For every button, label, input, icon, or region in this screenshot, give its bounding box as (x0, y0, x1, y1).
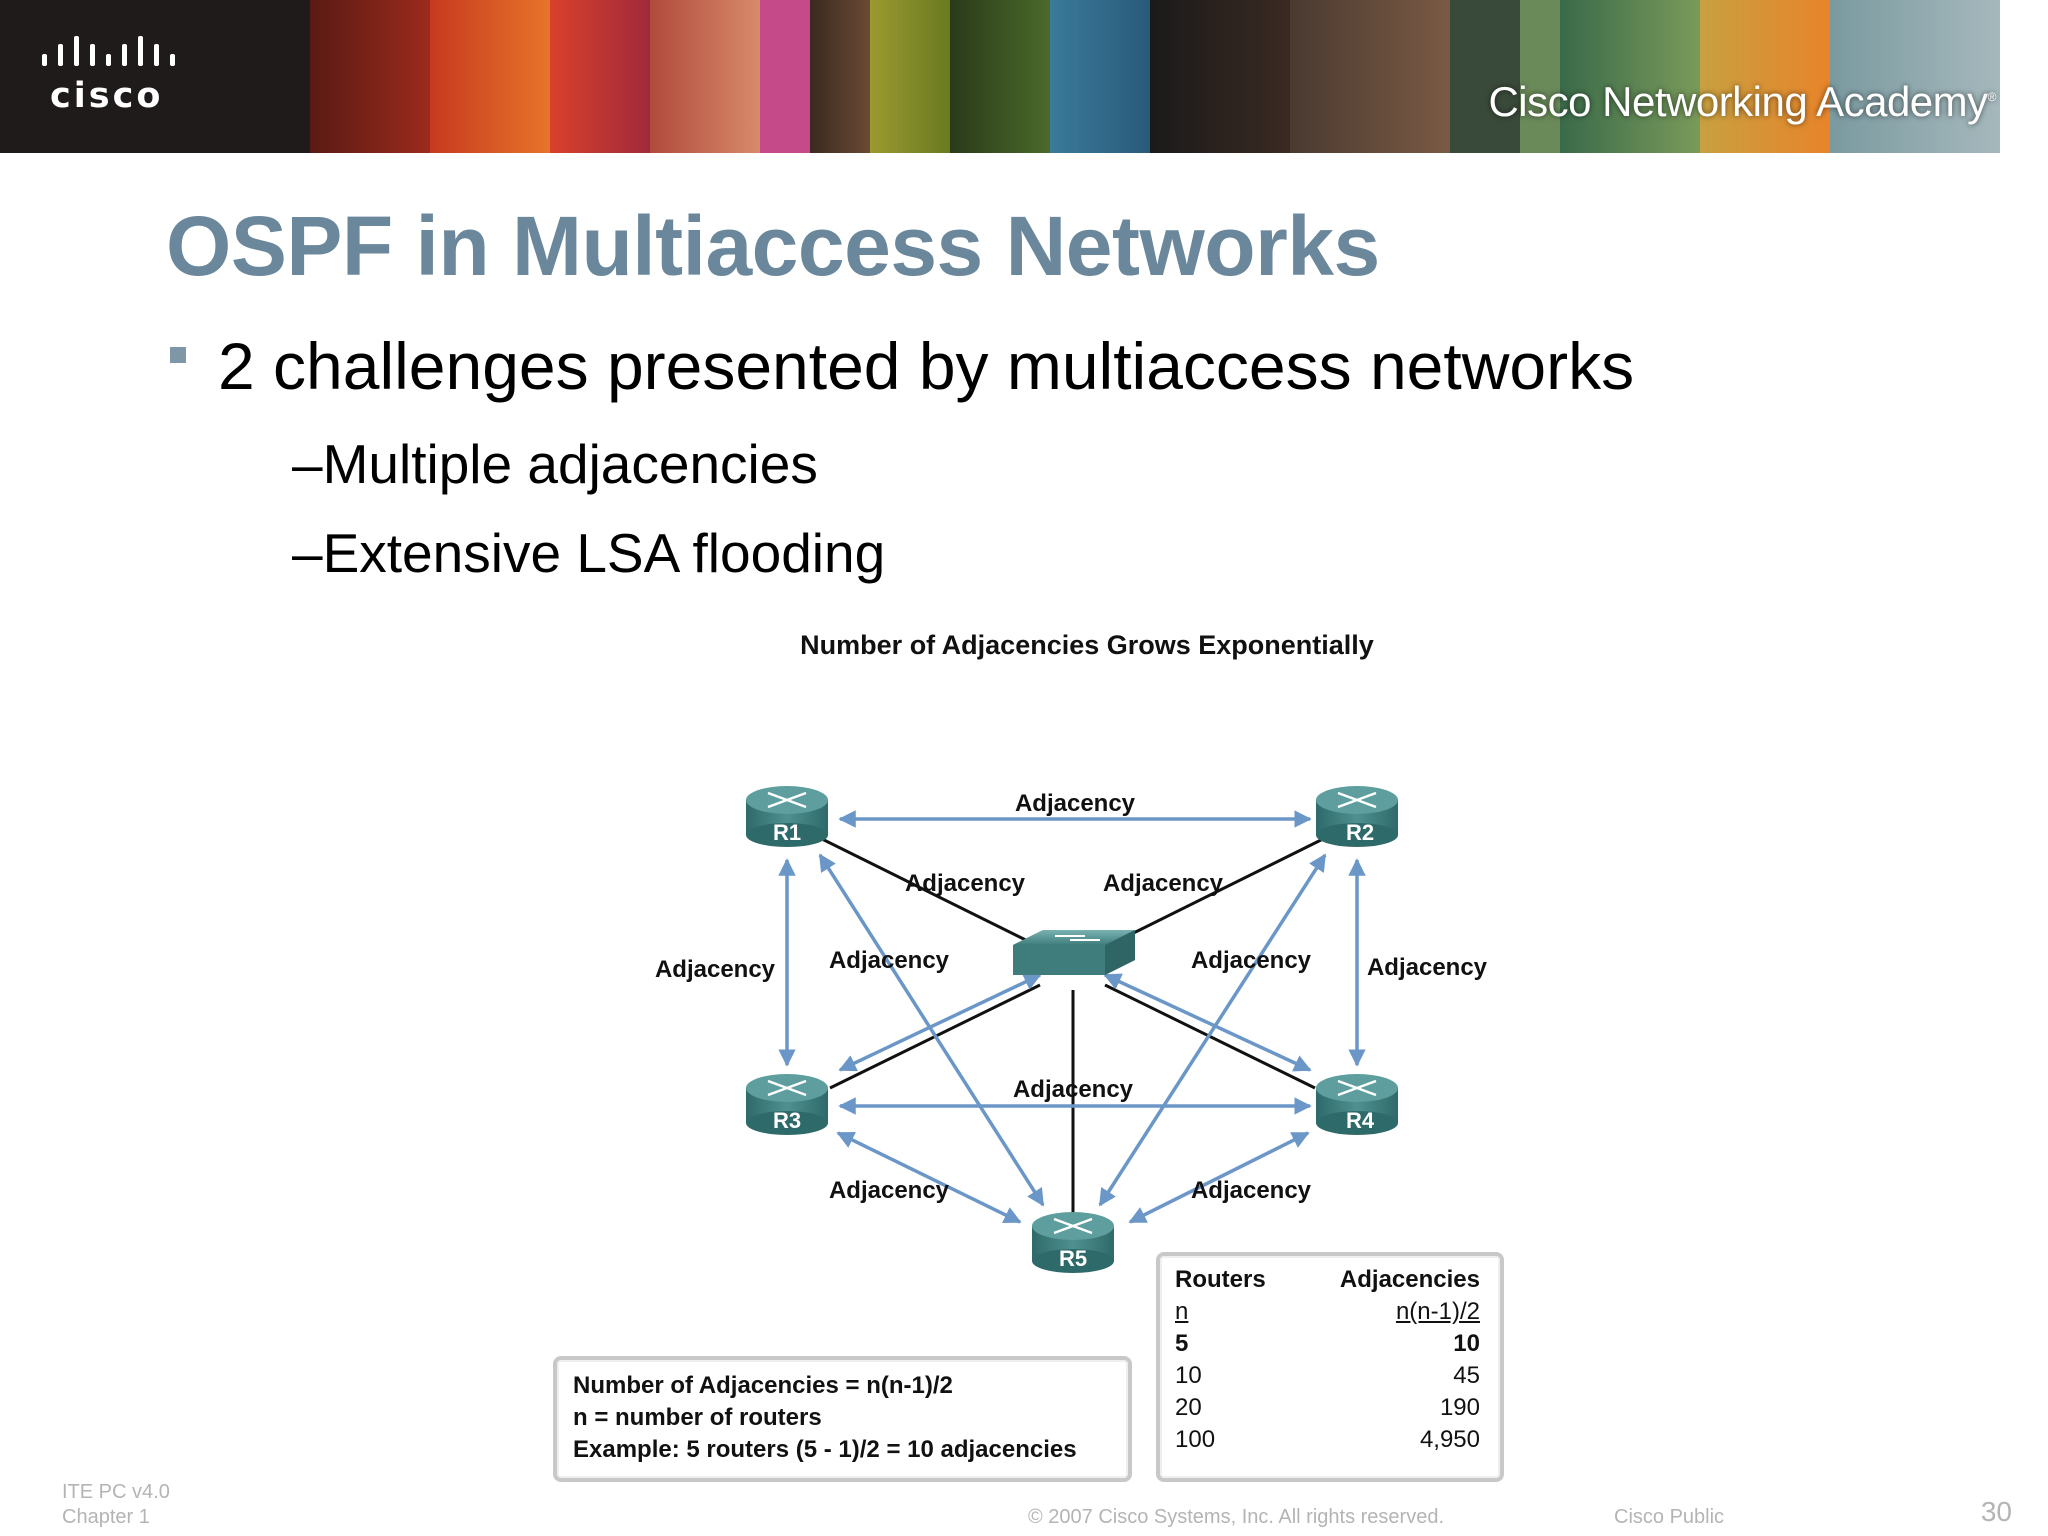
adjacency-label-r1-r5: Adjacency (829, 947, 950, 974)
table-cell-routers: 20 (1175, 1394, 1202, 1421)
adjacency-label-r1-r3: Adjacency (655, 956, 776, 983)
table-header-adjacencies: Adjacencies (1339, 1266, 1480, 1293)
table-header-routers: Routers (1175, 1266, 1266, 1293)
adjacency-label-r4-r5: Adjacency (1191, 1177, 1312, 1204)
adjacency-label-r1-r2: Adjacency (1015, 790, 1136, 817)
router-label-r3: R3 (773, 1108, 801, 1133)
table-formula-n: n (1175, 1298, 1189, 1325)
router-label-r4: R4 (1346, 1108, 1375, 1133)
academy-wordmark: Cisco Networking Academy® (1488, 78, 1996, 126)
adjacency-label-r2-switch: Adjacency (1103, 870, 1224, 897)
formula-line-1: Number of Adjacencies = n(n-1)/2 (573, 1372, 953, 1399)
table-cell-adjacencies: 10 (1453, 1330, 1480, 1357)
table-cell-adjacencies: 190 (1439, 1394, 1480, 1421)
table-cell-routers: 100 (1175, 1426, 1216, 1453)
bullet-square-icon (170, 347, 186, 363)
adjacency-label-r3-r5: Adjacency (829, 1177, 950, 1204)
formula-line-3: Example: 5 routers (5 - 1)/2 = 10 adjace… (573, 1436, 1077, 1463)
table-cell-routers: 10 (1175, 1362, 1202, 1389)
table-cell-adjacencies: 4,950 (1419, 1426, 1480, 1453)
table-cell-routers: 5 (1175, 1330, 1189, 1357)
diagram-title: Number of Adjacencies Grows Exponentiall… (800, 630, 1374, 660)
switch-links (819, 836, 1326, 1215)
router-label-r1: R1 (773, 820, 801, 845)
router-r4: R4 (1316, 1074, 1398, 1135)
header-banner: cisco Cisco Networking Academy® (0, 0, 2048, 153)
footer-classification: Cisco Public (1614, 1506, 1725, 1528)
table-cell-adjacencies: 45 (1453, 1362, 1480, 1389)
cisco-logo-text: cisco (50, 76, 164, 116)
adjacency-label-r1-switch: Adjacency (905, 870, 1026, 897)
adjacency-label-r2-r5: Adjacency (1191, 947, 1312, 974)
adjacency-label-r3-r4: Adjacency (1013, 1076, 1134, 1103)
subbullet-multiple-adjacencies: –Multiple adjacencies (292, 433, 818, 495)
slide-title: OSPF in Multiaccess Networks (166, 199, 1380, 293)
router-label-r2: R2 (1346, 820, 1374, 845)
cisco-logo: cisco (38, 36, 188, 126)
formula-box: Number of Adjacencies = n(n-1)/2 n = num… (553, 1356, 1132, 1482)
academy-text: Cisco Networking Academy (1488, 78, 1988, 125)
page-number: 30 (1980, 1496, 2012, 1527)
router-r2: R2 (1316, 786, 1398, 847)
adjacency-table: Routers Adjacencies n n(n-1)/2 5 10 10 4… (1156, 1252, 1504, 1482)
router-r5: R5 (1032, 1212, 1114, 1273)
bullet-text: 2 challenges presented by multiaccess ne… (218, 329, 1635, 403)
router-r3: R3 (746, 1074, 828, 1135)
router-label-r5: R5 (1059, 1246, 1087, 1271)
switch-icon (1013, 930, 1135, 975)
footer-chapter: Chapter 1 (62, 1506, 150, 1528)
table-formula-adjacencies: n(n-1)/2 (1395, 1298, 1480, 1325)
subbullet-lsa-flooding: –Extensive LSA flooding (292, 522, 886, 584)
router-r1: R1 (746, 786, 828, 847)
footer-course: ITE PC v4.0 (62, 1481, 170, 1503)
footer-copyright: © 2007 Cisco Systems, Inc. All rights re… (1028, 1506, 1445, 1528)
adjacency-label-r2-r4: Adjacency (1367, 954, 1488, 981)
adjacency-arrows (778, 810, 1366, 1224)
registered-mark: ® (1987, 90, 1997, 104)
formula-line-2: n = number of routers (573, 1404, 822, 1431)
